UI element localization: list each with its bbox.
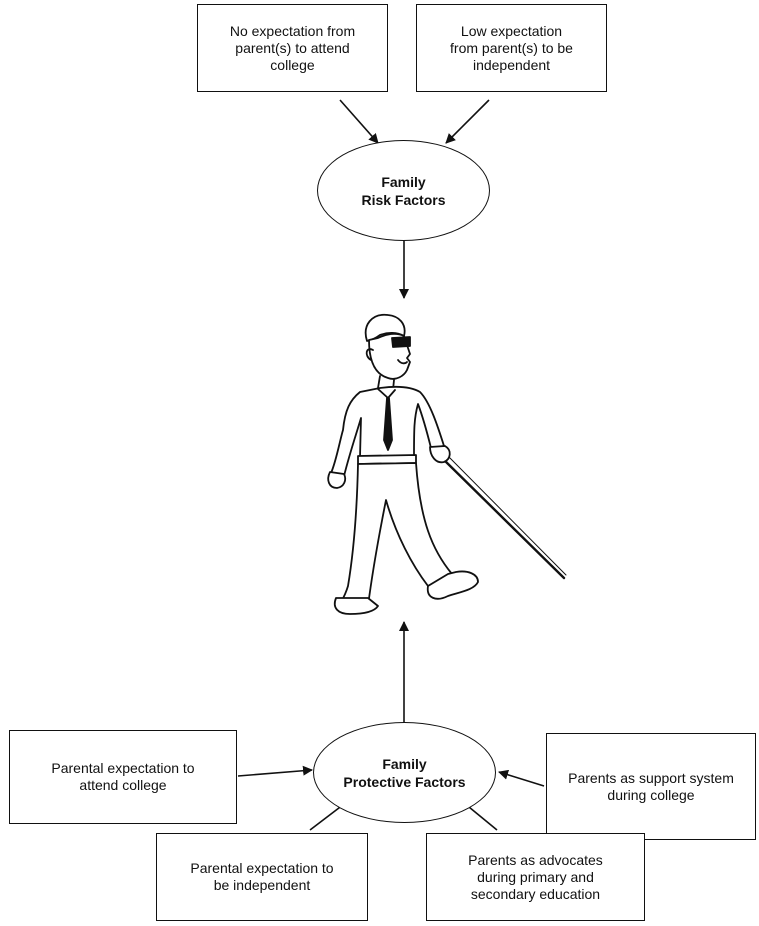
- protective-bottom-right-line2: during primary and: [477, 868, 594, 885]
- risk-box2-line3: independent: [472, 56, 551, 73]
- arrow-left-to-protective: [237, 765, 313, 777]
- risk-box1-line3: college: [270, 56, 315, 73]
- protective-bottom-left-line2: be independent: [213, 877, 311, 893]
- risk-box2-line1: Low expectation: [460, 22, 563, 39]
- protective-box-college-expectation: Parental expectation to attend college: [9, 730, 237, 824]
- risk-box1-line2: parent(s) to attend: [235, 39, 350, 56]
- protective-left-line1: Parental expectation to: [51, 760, 195, 776]
- person-with-white-cane-icon: [327, 313, 567, 615]
- risk-box2-line2: from parent(s) to be: [450, 39, 573, 56]
- protective-bottom-right-line1: Parents as advocates: [468, 851, 603, 868]
- arrow-box1-to-risk: [339, 99, 379, 144]
- arrow-box2-to-risk: [445, 99, 490, 144]
- protective-box-independence-expectation: Parental expectation to be independent: [156, 833, 368, 921]
- protective-box-support-system: Parents as support system during college: [546, 733, 756, 840]
- protective-bottom-right-line3: secondary education: [470, 885, 601, 902]
- protective-title-line2: Protective Factors: [343, 773, 466, 790]
- risk-box-no-college-expectation: No expectation from parent(s) to attend …: [197, 4, 388, 92]
- protective-right-line2: during college: [607, 786, 695, 803]
- arrow-right-to-protective: [498, 769, 545, 787]
- protective-bottom-left-line1: Parental expectation to: [190, 860, 334, 876]
- protective-left-line2: attend college: [79, 777, 167, 793]
- family-protective-factors-node: Family Protective Factors: [313, 722, 496, 823]
- protective-box-advocates: Parents as advocates during primary and …: [426, 833, 645, 921]
- family-risk-factors-node: Family Risk Factors: [317, 140, 490, 241]
- risk-box1-line1: No expectation from: [229, 22, 356, 39]
- risk-title-line1: Family: [381, 173, 426, 190]
- protective-title-line1: Family: [382, 755, 427, 772]
- risk-box-low-independence-expectation: Low expectation from parent(s) to be ind…: [416, 4, 607, 92]
- risk-title-line2: Risk Factors: [361, 191, 446, 208]
- protective-right-line1: Parents as support system: [568, 769, 734, 786]
